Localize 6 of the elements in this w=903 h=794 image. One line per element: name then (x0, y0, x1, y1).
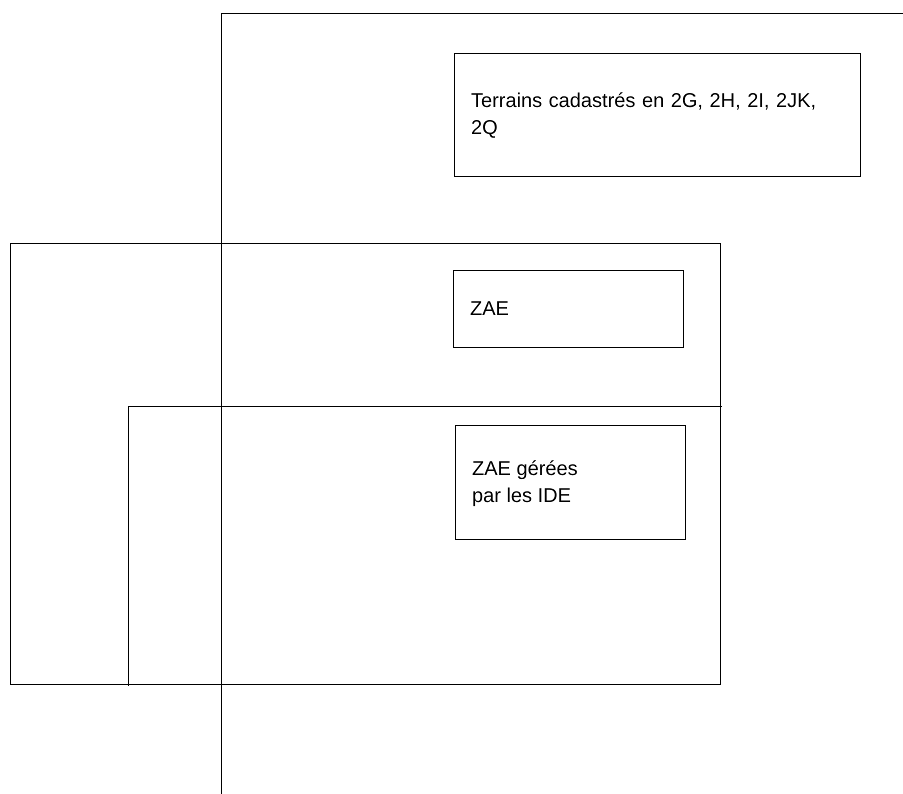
zone-frame (221, 13, 903, 794)
label-box: ZAE (453, 270, 684, 348)
zone-frame (128, 406, 722, 686)
label-box: ZAE gérées par les IDE (455, 425, 686, 540)
zone-frame (10, 243, 721, 685)
label-box: Terrains cadastrés en 2G, 2H, 2I, 2JK, 2Q (454, 53, 861, 177)
